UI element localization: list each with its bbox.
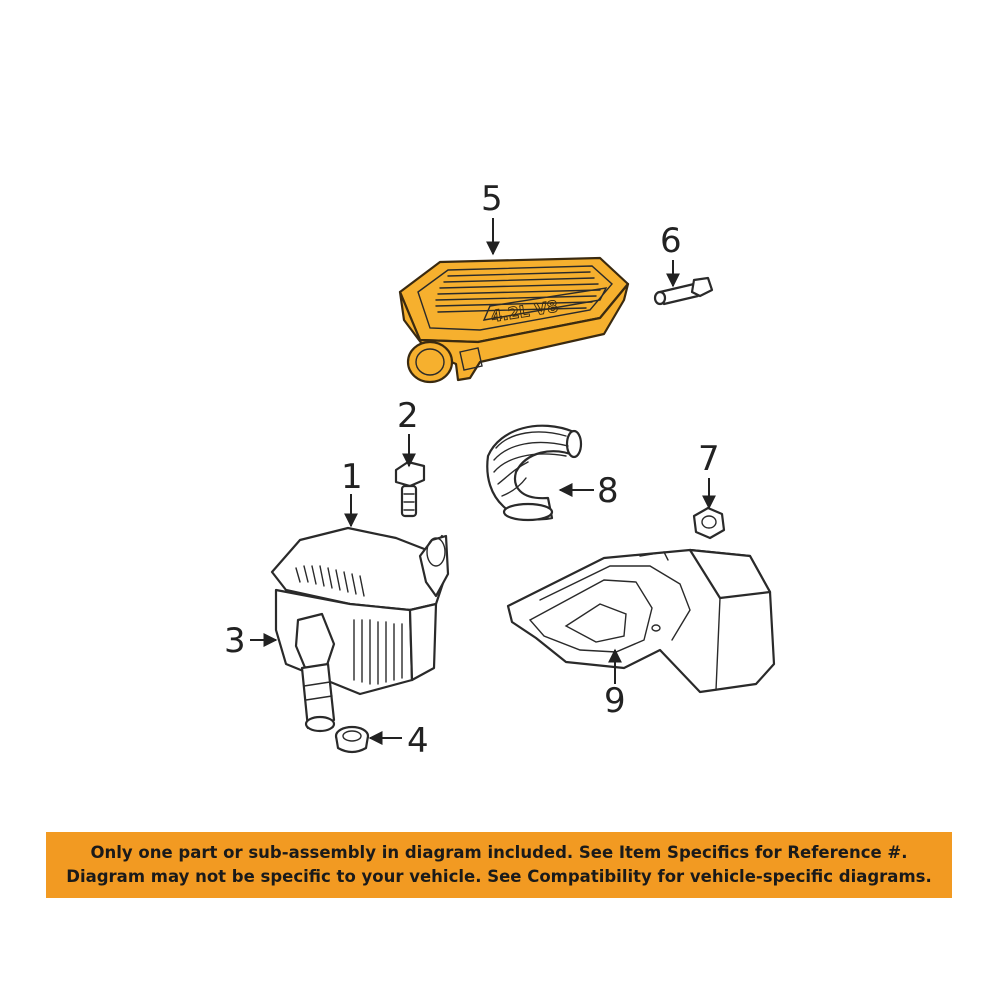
part-5-air-cleaner-cover[interactable]: 4.2L V8 [398, 256, 630, 384]
part-6-bolt[interactable] [653, 276, 714, 306]
disclaimer-line-1: Only one part or sub-assembly in diagram… [90, 843, 908, 862]
disclaimer-line-2: Diagram may not be specific to your vehi… [66, 867, 932, 886]
callout-5: 5 [481, 179, 503, 219]
callout-9: 9 [604, 681, 626, 721]
part-2-bolt[interactable] [394, 460, 426, 518]
leader-lines [250, 218, 716, 745]
part-7-nut[interactable] [692, 506, 726, 540]
callout-4: 4 [407, 721, 429, 761]
callout-8: 8 [597, 471, 619, 511]
disclaimer-banner: Only one part or sub-assembly in diagram… [46, 832, 952, 898]
callout-7: 7 [698, 439, 720, 479]
callout-1: 1 [341, 457, 363, 497]
part-4-grommet[interactable] [334, 725, 370, 754]
callout-6: 6 [660, 221, 682, 261]
part-9-air-deflector[interactable] [506, 548, 776, 694]
part-8-air-duct[interactable] [486, 424, 583, 522]
callout-3: 3 [224, 621, 246, 661]
part-1-air-cleaner-housing[interactable] [270, 526, 450, 733]
callout-2: 2 [397, 396, 419, 436]
